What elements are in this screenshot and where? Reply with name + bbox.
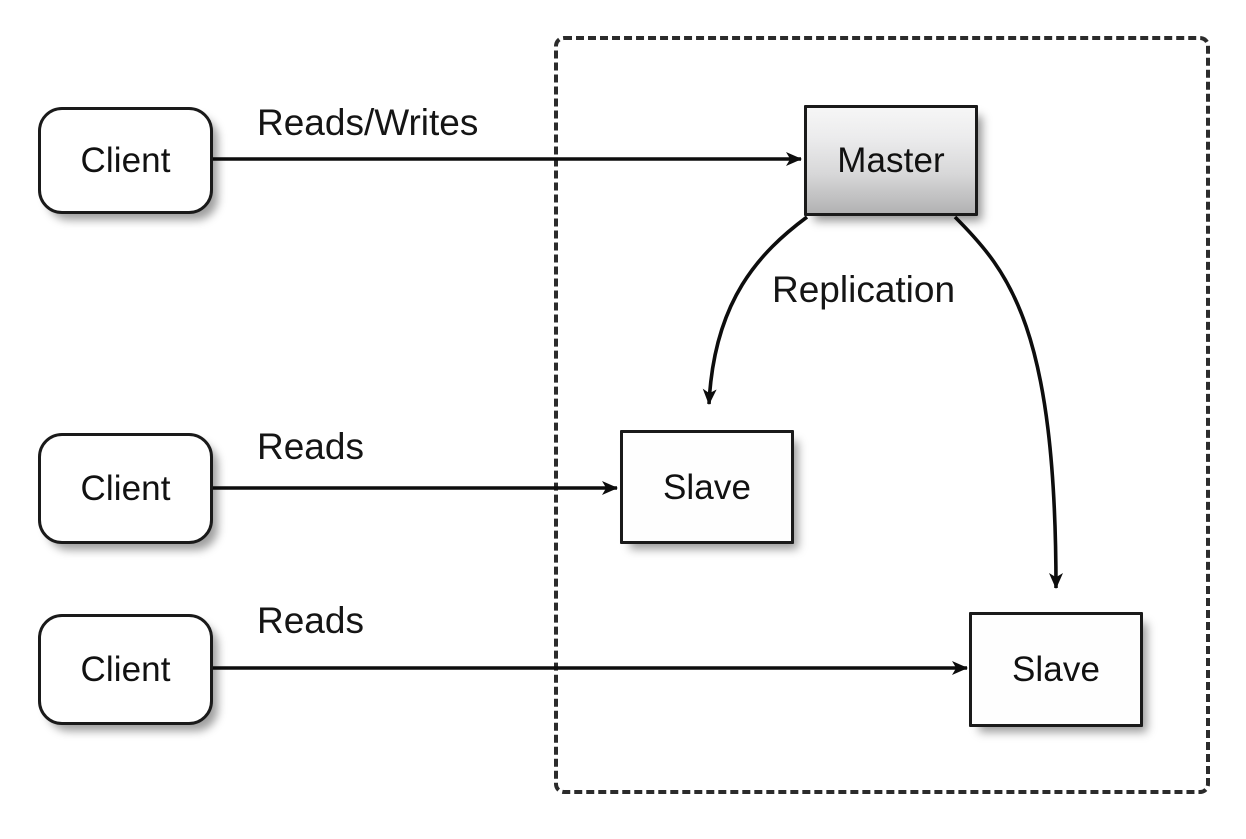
edge-label-reads-lower: Reads: [257, 600, 364, 641]
node-client-1[interactable]: Client: [38, 107, 213, 214]
node-slave-2[interactable]: Slave: [969, 612, 1143, 727]
node-client-2[interactable]: Client: [38, 433, 213, 544]
node-client-3-label: Client: [80, 650, 171, 689]
node-client-1-label: Client: [80, 141, 171, 180]
node-master[interactable]: Master: [804, 105, 978, 216]
edge-label-reads-upper: Reads: [257, 426, 364, 467]
node-client-2-label: Client: [80, 469, 171, 508]
database-cluster-boundary: [554, 36, 1210, 794]
node-slave-1[interactable]: Slave: [620, 430, 794, 544]
edge-label-replication: Replication: [772, 269, 956, 310]
node-master-label: Master: [837, 141, 945, 180]
node-client-3[interactable]: Client: [38, 614, 213, 725]
edge-label-reads-writes: Reads/Writes: [257, 102, 479, 143]
node-slave-1-label: Slave: [662, 467, 752, 507]
node-slave-2-label: Slave: [1011, 650, 1101, 689]
